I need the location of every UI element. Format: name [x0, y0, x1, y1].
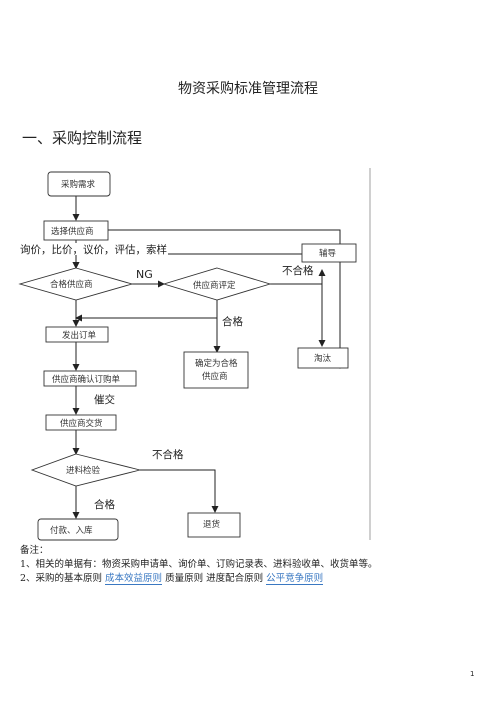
node-eliminate-label: 淘汰: [314, 353, 332, 364]
node-return-goods: 退货: [187, 512, 241, 538]
node-coaching: 辅导: [301, 243, 357, 263]
notes-line-2: 2、采购的基本原则成本效益原则质量原则 进度配合原则公平竞争原则: [20, 572, 326, 585]
node-confirm-qualified-line1: 确定为合格: [195, 358, 238, 369]
notes-heading: 备注：: [20, 545, 49, 556]
node-select-supplier: 选择供应商: [43, 220, 109, 241]
arrow-inspection-to-return: [140, 469, 219, 513]
label-unqualified-1: 不合格: [282, 264, 314, 277]
node-confirm-qualified-line2: 供应商: [202, 371, 228, 382]
arrow-select-to-eliminate: [108, 229, 344, 369]
node-qualified-supplier: 合格供应商: [18, 267, 134, 301]
label-ng: NG: [136, 268, 153, 281]
node-supplier-delivery: 供应商交货: [45, 414, 117, 431]
notes-line-2-prefix: 2、采购的基本原则: [20, 573, 103, 584]
label-expedite: 催交: [94, 393, 115, 406]
notes-line-1: 1、相关的单据有：物资采购申请单、询价单、订购记录表、进料验收单、收货单等。: [20, 559, 378, 570]
inquiry-label-bg: [20, 243, 168, 255]
label-inquiry: 询价，比价，议价，评估，索样: [20, 243, 167, 256]
node-supplier-evaluation-label: 供应商评定: [193, 280, 236, 291]
principle-quality-progress: 质量原则 进度配合原则: [165, 573, 264, 584]
node-select-supplier-label: 选择供应商: [51, 226, 94, 237]
section-heading: 一、采购控制流程: [22, 129, 143, 147]
label-qualified-2: 合格: [94, 498, 115, 511]
label-unqualified-2: 不合格: [152, 448, 184, 461]
node-confirm-qualified: 确定为合格 供应商: [183, 351, 249, 389]
node-incoming-inspection: 进料检验: [30, 453, 141, 487]
node-supplier-confirm-order-label: 供应商确认订购单: [52, 374, 121, 385]
node-eliminate: 淘汰: [297, 347, 349, 369]
node-supplier-evaluation: 供应商评定: [162, 267, 272, 301]
principle-cost-link[interactable]: 成本效益原则: [105, 573, 163, 585]
principle-fair-link[interactable]: 公平竞争原则: [266, 573, 324, 585]
node-issue-order-label: 发出订单: [62, 330, 97, 341]
node-supplier-delivery-label: 供应商交货: [60, 418, 103, 429]
node-supplier-confirm-order: 供应商确认订购单: [43, 370, 137, 387]
arrow-coaching-to-qualified: [72, 253, 302, 269]
document-title: 物资采购标准管理流程: [178, 81, 318, 97]
node-coaching-label: 辅导: [319, 248, 337, 259]
node-purchase-request-label: 采购需求: [61, 179, 96, 190]
node-payment-storage-label: 付款、入库: [50, 525, 93, 536]
node-qualified-supplier-label: 合格供应商: [50, 279, 93, 290]
node-return-goods-label: 退货: [203, 519, 221, 530]
node-payment-storage: 付款、入库: [37, 518, 119, 541]
label-qualified-1: 合格: [222, 315, 243, 328]
node-issue-order: 发出订单: [45, 326, 109, 343]
node-purchase-request: 采购需求: [47, 171, 111, 197]
page-number: 1: [470, 670, 475, 678]
node-incoming-inspection-label: 进料检验: [66, 465, 101, 476]
